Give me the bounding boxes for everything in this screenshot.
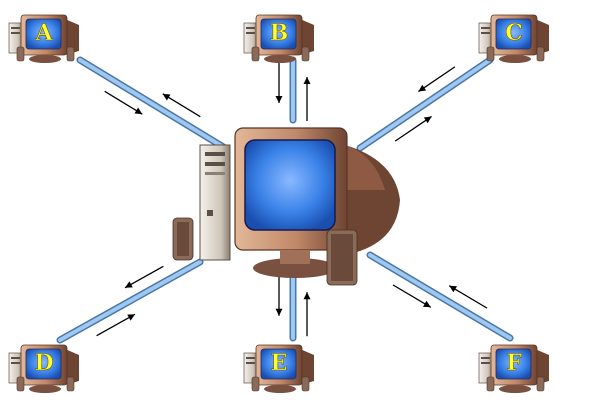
cable-f — [366, 251, 514, 342]
node-d: D — [8, 344, 80, 394]
arrow-out-d — [124, 265, 164, 289]
cable-c — [356, 56, 494, 152]
cable-d — [56, 258, 204, 344]
node-f: F — [478, 344, 550, 394]
node-b: B — [243, 14, 315, 64]
cable-a — [76, 56, 229, 152]
node-label-b: B — [270, 20, 289, 46]
arrow-out-a — [162, 93, 201, 118]
arrow-in-a — [104, 90, 143, 115]
central-computer-icon — [172, 127, 400, 286]
arrow-out-b — [303, 77, 311, 121]
network-cables — [56, 56, 514, 344]
arrow-out-f — [392, 284, 432, 308]
node-label-a: A — [34, 20, 53, 46]
node-label-f: F — [506, 350, 522, 376]
arrow-in-b — [275, 59, 283, 103]
node-label-d: D — [34, 350, 53, 376]
node-a: A — [8, 14, 80, 64]
data-flow-arrows — [96, 59, 488, 337]
node-label-e: E — [271, 350, 288, 376]
arrow-in-f — [448, 285, 488, 309]
node-label-c: C — [505, 20, 523, 46]
arrow-in-c — [418, 66, 456, 93]
node-e: E — [243, 344, 315, 394]
arrow-out-c — [394, 115, 432, 142]
arrow-in-e — [303, 292, 311, 337]
arrow-out-e — [275, 271, 283, 316]
arrow-in-d — [96, 313, 136, 337]
node-c: C — [478, 14, 550, 64]
